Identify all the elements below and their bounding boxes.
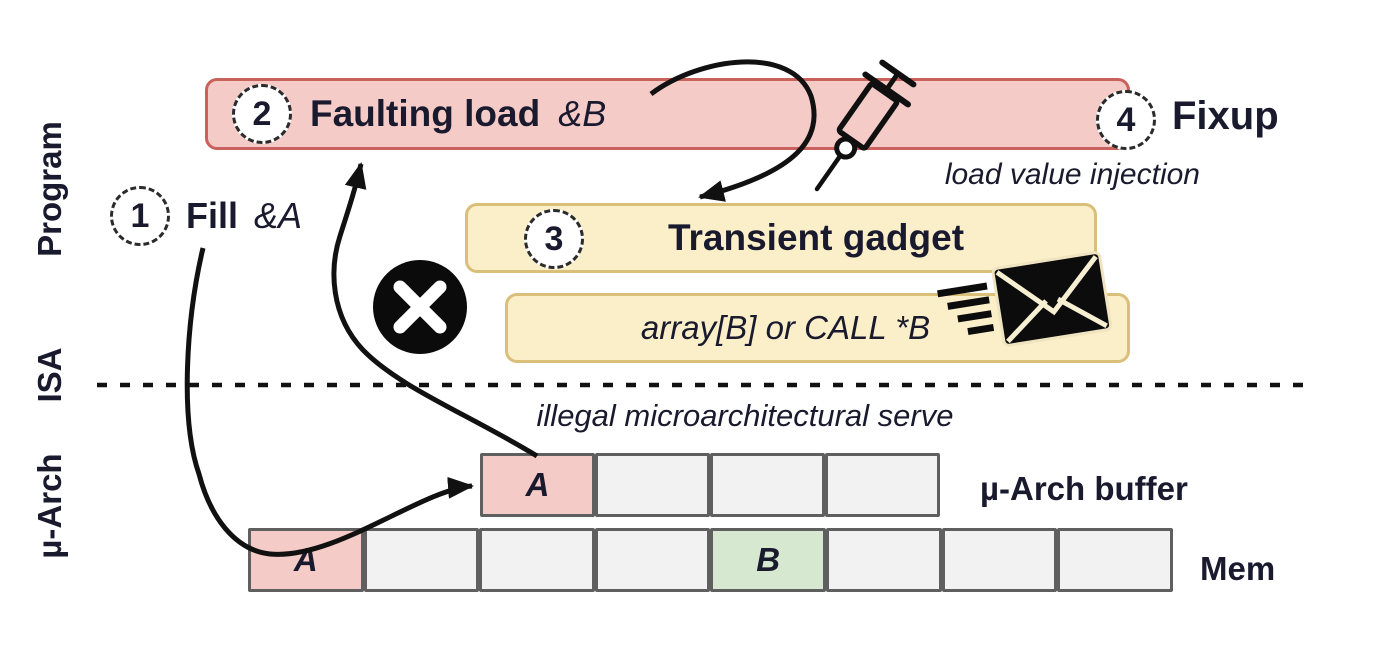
buffer-cell	[595, 453, 710, 517]
layer-label-isa: ISA	[31, 347, 68, 403]
buffer-cell-a: A	[480, 453, 595, 517]
step-3-circle: 3	[524, 209, 584, 269]
mem-cell	[363, 528, 480, 592]
faulting-load-box: 2 Faulting load &B	[205, 78, 1130, 150]
mem-cell-b: B	[710, 528, 826, 592]
buffer-cell	[710, 453, 825, 517]
fill-arrow	[184, 247, 474, 557]
step-1-circle: 1	[110, 186, 170, 246]
fill-step-group: 1 Fill &A	[110, 186, 302, 246]
mem-cell	[825, 528, 942, 592]
layer-label-program: Program	[31, 121, 68, 257]
layer-label-uarch: µ-Arch	[31, 453, 68, 559]
mem-cell	[594, 528, 711, 592]
mem-cell-a: A	[248, 528, 364, 592]
uarch-buffer-label: µ-Arch buffer	[980, 470, 1188, 507]
illegal-serve-caption: illegal microarchitectural serve	[536, 398, 954, 433]
memory-row: A B	[248, 528, 1173, 592]
memory-label: Mem	[1200, 550, 1276, 587]
fill-operand: &A	[254, 195, 303, 236]
gadget-code-box: array[B] or CALL *B	[505, 293, 1130, 363]
step-2-circle: 2	[232, 84, 292, 144]
step-4-circle: 4	[1096, 90, 1156, 150]
mem-cell	[941, 528, 1058, 592]
faulting-load-operand: &B	[558, 93, 607, 134]
buffer-cell	[825, 453, 940, 517]
transient-gadget-box: 3 Transient gadget	[465, 203, 1097, 273]
gadget-code-text: array[B] or CALL *B	[640, 309, 931, 346]
fixup-label: Fixup	[1172, 94, 1279, 138]
uarch-buffer-row: A	[480, 453, 940, 517]
faulting-load-label: Faulting load	[310, 93, 541, 134]
blocked-cross-icon	[373, 260, 467, 354]
transient-gadget-label: Transient gadget	[667, 217, 965, 258]
load-value-injection-caption: load value injection	[944, 158, 1200, 191]
mem-cell	[479, 528, 595, 592]
mem-cell	[1057, 528, 1173, 592]
fill-label: Fill	[186, 195, 238, 236]
